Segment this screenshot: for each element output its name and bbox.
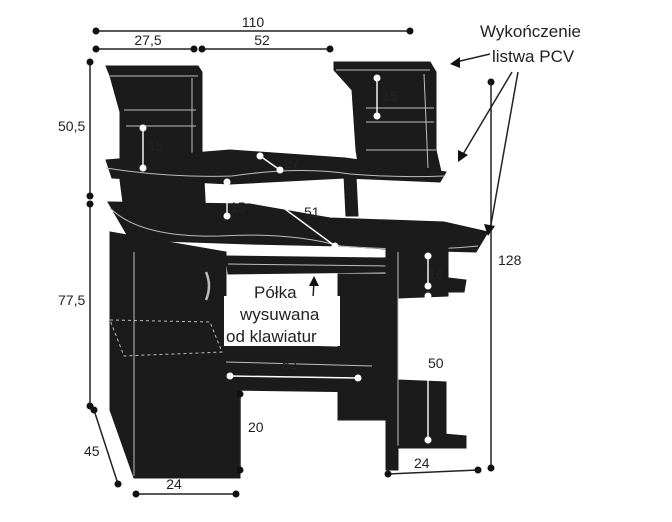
dim-right-shelf-gap: 16 [428,266,444,282]
callout-arrows [309,53,519,299]
dim-total-height: 128 [498,252,522,268]
dim-right-cabinet-width: 24 [414,455,430,471]
dim-left-cabinet-width: 24 [166,476,182,492]
callout-edge-finish-line2: listwa PCV [492,47,575,66]
callout-keyboard-line3: od klawiatur [226,327,317,346]
dim-upper-height: 50,5 [58,118,85,134]
callout-edge-finish-line1: Wykończenie [480,22,581,41]
desk-drawing [105,61,489,479]
dim-depth: 45 [84,443,100,459]
dim-keyboard-width: 52 [282,356,298,372]
dim-keyboard-clearance: 20 [248,419,264,435]
dim-middle-shelf-depth: 27 [284,155,300,171]
dim-lower-height: 77,5 [58,292,85,308]
dim-total-width: 110 [242,14,265,30]
dimension-lines [86,27,495,498]
dim-desk-depth: 51 [304,204,320,220]
dim-right-niche: 15 [382,88,398,104]
keyboard-callout: Półka wysuwana od klawiatur [224,283,340,346]
dim-right-shelf-height: 50 [428,355,444,371]
callout-keyboard-line2: wysuwana [239,305,320,324]
dim-left-niche: 15 [148,138,164,154]
dim-left-upper-width: 27,5 [134,32,161,48]
dim-middle-gap: 15 [230,199,246,215]
callout-keyboard-line1: Półka [254,283,297,302]
dim-gap-width: 52 [254,32,270,48]
